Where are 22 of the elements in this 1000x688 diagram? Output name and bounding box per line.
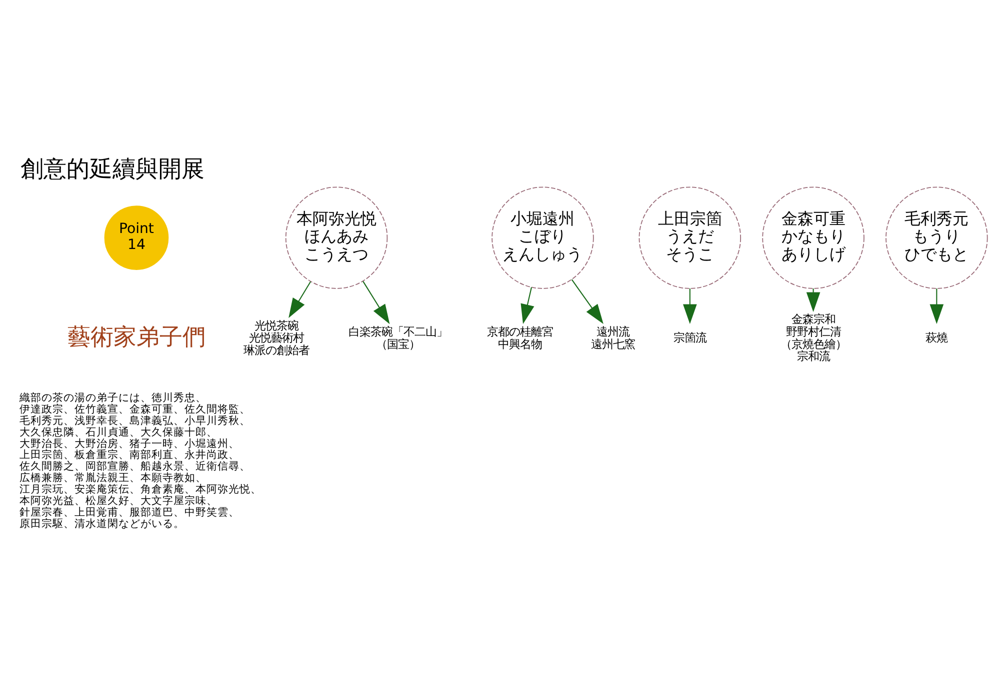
arrow [930, 288, 944, 324]
node-text: 金森宗和 野野村仁清 （京燒色繪） 宗和流 [780, 312, 846, 364]
label: 藝術家弟子們 [67, 324, 206, 350]
node-circle: 金森可重 かなもり ありしげ [762, 186, 864, 289]
arrow [683, 288, 697, 324]
node-text: 光悦茶碗 光悦藝術村 琳派の創始者 [244, 318, 310, 358]
node-text: 白楽茶碗「不二山」 （国宝） [348, 324, 448, 351]
node-circle: 上田宗箇 うえだ そうこ [638, 186, 742, 289]
node-circle: Point 14 [104, 206, 169, 270]
arrow [288, 281, 312, 318]
node-text: 宗箇流 [673, 330, 706, 345]
node-circle: 小堀遠州 こぼり えんしゅう [492, 186, 594, 289]
arrow [571, 279, 604, 324]
node-circle: 本阿弥光悦 ほんあみ こうえつ [285, 186, 388, 289]
arrow [362, 281, 390, 324]
arrow [520, 287, 534, 324]
node-text: 遠州流 遠州七窯 [591, 324, 636, 351]
node-text: 萩燒 [926, 330, 948, 345]
node-text: 京都の桂離宮 中興名物 [486, 324, 553, 351]
node-circle: 毛利秀元 もうり ひでもと [886, 186, 988, 289]
label: 織部の茶の湯の弟子には、徳川秀忠、伊達政宗、佐竹義宣、金森可重、佐久間将監、毛利秀元、浅野幸長、島津義弘、小早川秀秋、大久保忠隣、石川貞通、大久保藤十郎、大野治長、大野治房、猪子一時、小堀遠州、上田宗箇、板倉重宗、南部利直、永井尚政、佐久間勝之、岡部宣勝、船越永景、近衛信尋、広橋兼勝、常胤法親王、本願寺教如、江月宗玩、安楽庵策伝、角倉素庵、本阿弥光悦、本阿弥光益、松屋久好、大文字屋宗味、針屋宗春、上田覚甫、服部道巴、中野笑雲、原田宗駆、清水道閑などがいる。 [20, 392, 262, 530]
diagram-title: 創意的延續與開展 [20, 156, 205, 182]
